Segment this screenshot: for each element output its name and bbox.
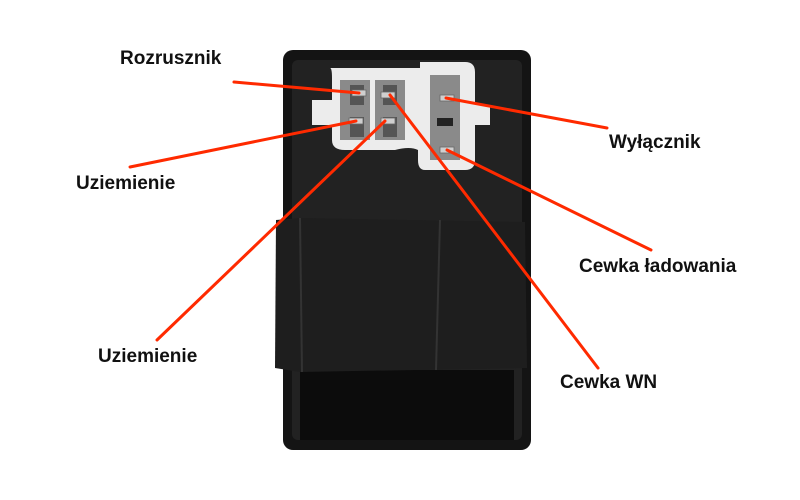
label-starter: Rozrusznik	[120, 48, 222, 69]
leader-line-ground-bottom	[155, 119, 387, 342]
leader-line-hv-coil	[388, 93, 600, 370]
leader-line-kill-switch	[444, 96, 609, 130]
label-charging-coil: Cewka ładowania	[579, 256, 737, 277]
leader-line-charging-coil	[445, 148, 653, 252]
label-kill-switch: Wyłącznik	[609, 132, 701, 153]
leader-line-ground-top	[128, 119, 358, 169]
tape-band	[275, 217, 527, 373]
label-hv-coil: Cewka WN	[560, 372, 658, 393]
label-ground-bottom: Uziemienie	[98, 346, 198, 367]
leader-line-starter	[232, 80, 361, 95]
leader-lines	[128, 80, 653, 370]
label-ground-top: Uziemienie	[76, 173, 176, 194]
